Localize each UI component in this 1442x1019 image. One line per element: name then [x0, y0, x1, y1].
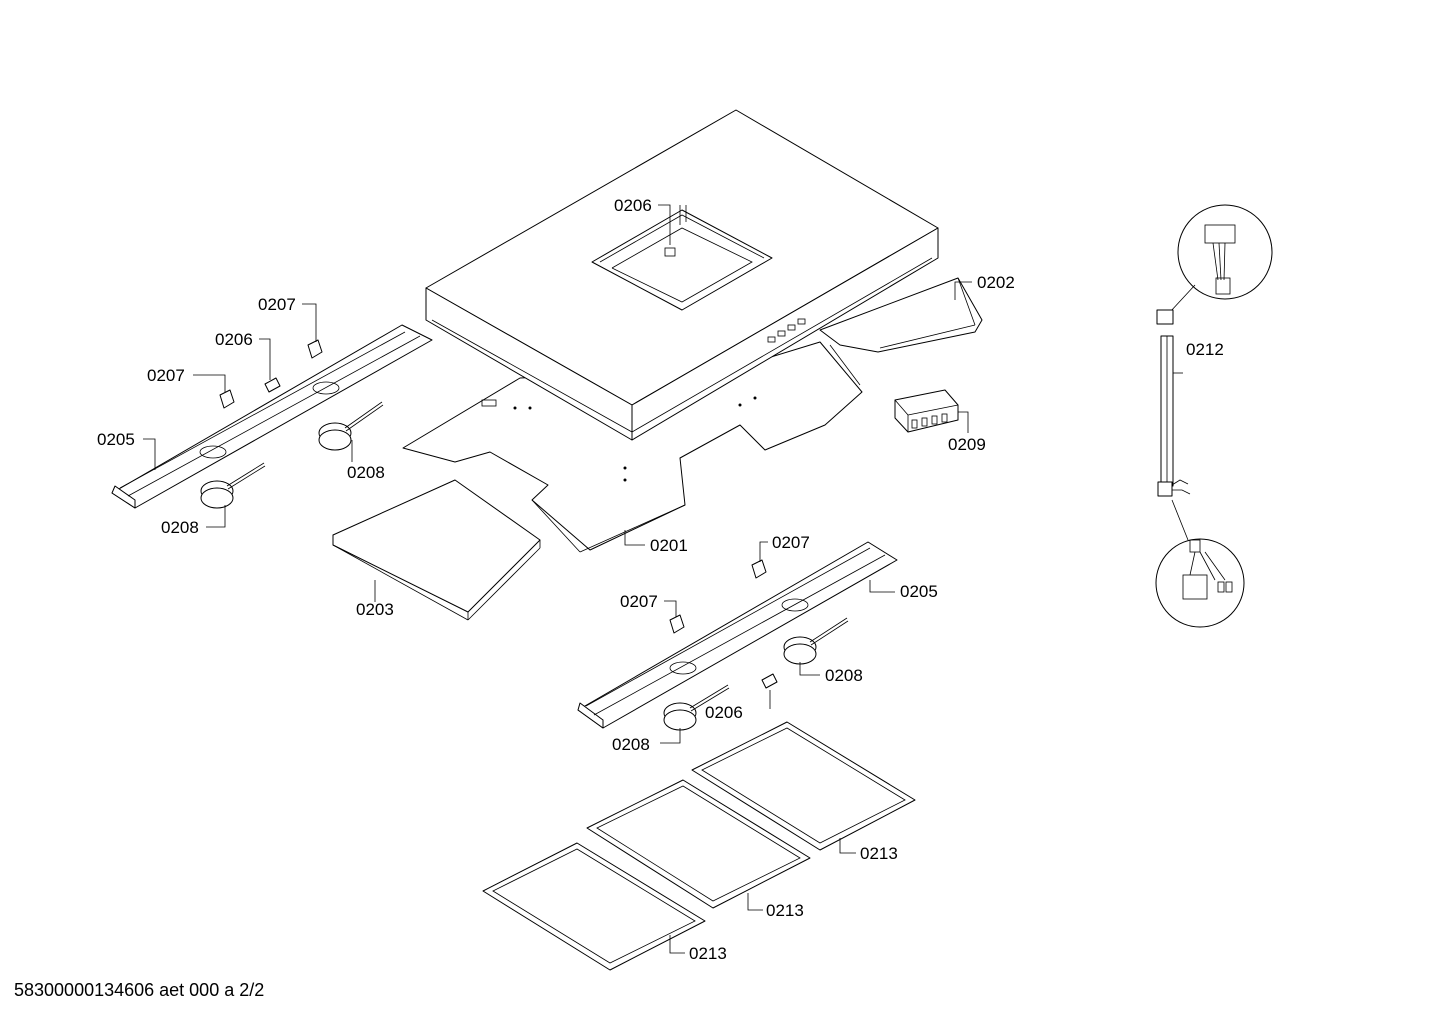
label-0207-right-b: 0207 [620, 592, 658, 611]
left-control-bar-0205 [111, 324, 433, 509]
label-0208-right-a: 0208 [825, 666, 863, 685]
label-0203: 0203 [356, 600, 394, 619]
label-0209: 0209 [948, 435, 986, 454]
document-id: 58300000134606 aet 000 a 2/2 [14, 980, 265, 1000]
label-0201: 0201 [650, 536, 688, 555]
right-clip-0207-a [751, 559, 767, 579]
right-clip-0207-b [669, 614, 685, 634]
right-knob-0208-lower [663, 684, 730, 731]
filter-0213-top [691, 721, 916, 851]
right-knob-0208-upper [783, 617, 849, 665]
hood-body [425, 109, 939, 441]
part-labels: 0206 0202 0207 0206 0207 0205 0208 0208 … [97, 196, 1224, 963]
panel-0201 [402, 341, 863, 553]
label-0208-left-a: 0208 [347, 463, 385, 482]
control-buttons [767, 318, 806, 343]
label-0207-right-a: 0207 [772, 533, 810, 552]
left-clip-0206 [264, 377, 281, 393]
left-clip-0207-b [219, 389, 235, 409]
label-0205-right: 0205 [900, 582, 938, 601]
label-0206-left: 0206 [215, 330, 253, 349]
exhaust-opening [591, 205, 773, 311]
cable-harness-0212 [1155, 204, 1273, 628]
label-0208-right-b: 0208 [612, 735, 650, 754]
bottom-panel-0202 [819, 277, 983, 353]
panel-0203 [332, 479, 541, 621]
label-0213-c: 0213 [689, 944, 727, 963]
label-0206-hood: 0206 [614, 196, 652, 215]
left-clip-0207-a [307, 339, 323, 359]
filter-0213-middle [586, 779, 811, 909]
label-0212: 0212 [1186, 340, 1224, 359]
label-0213-b: 0213 [766, 901, 804, 920]
label-0208-left-b: 0208 [161, 518, 199, 537]
label-0207-left-b: 0207 [147, 366, 185, 385]
switch-0209 [894, 389, 959, 433]
label-0213-a: 0213 [860, 844, 898, 863]
right-clip-0206 [761, 673, 778, 689]
leader-lines [143, 204, 1183, 954]
label-0202: 0202 [977, 273, 1015, 292]
filter-0213-bottom [482, 842, 706, 971]
label-0207-left-a: 0207 [258, 295, 296, 314]
left-knob-0208-upper [318, 401, 384, 451]
right-control-bar-0205 [577, 541, 898, 729]
label-0206-right: 0206 [705, 703, 743, 722]
left-knob-0208-lower [200, 462, 266, 509]
label-0205-left: 0205 [97, 430, 135, 449]
